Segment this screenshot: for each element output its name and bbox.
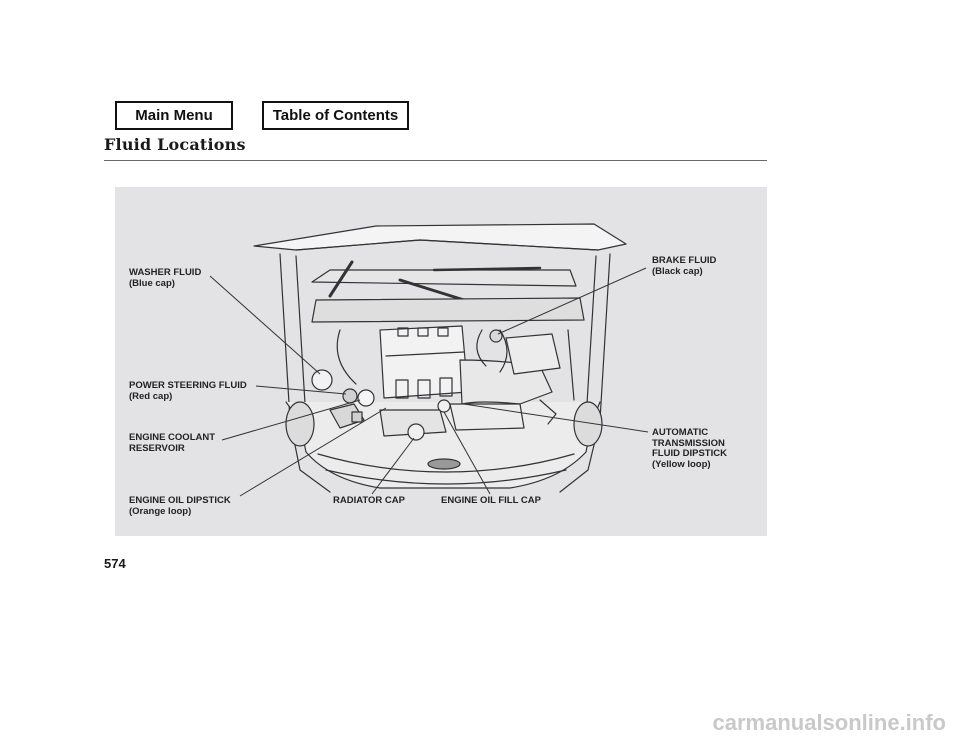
watermark: carmanualsonline.info <box>712 710 947 735</box>
power-steering-note: (Red cap) <box>129 390 173 402</box>
washer-fluid-name: WASHER FLUID <box>129 267 202 278</box>
engine-oil-dipstick-name: ENGINE OIL DIPSTICK <box>129 495 231 506</box>
brake-fluid-label: BRAKE FLUID (Black cap) <box>652 255 717 277</box>
page-title: Fluid Locations <box>104 135 246 154</box>
engine-coolant-line2: RESERVOIR <box>129 442 185 454</box>
main-menu-button[interactable]: Main Menu <box>115 101 233 130</box>
atf-dipstick-label: AUTOMATIC TRANSMISSION FLUID DIPSTICK (Y… <box>652 427 727 470</box>
radiator-cap-label: RADIATOR CAP <box>333 495 405 506</box>
engine-oil-fill-cap-label: ENGINE OIL FILL CAP <box>441 495 541 506</box>
brake-fluid-note: (Black cap) <box>652 265 703 277</box>
engine-oil-dipstick-label: ENGINE OIL DIPSTICK (Orange loop) <box>129 495 231 517</box>
washer-fluid-note: (Blue cap) <box>129 277 175 289</box>
engine-coolant-line1: ENGINE COOLANT <box>129 432 216 443</box>
page-number: 574 <box>104 556 126 571</box>
title-divider <box>104 160 767 161</box>
washer-fluid-label: WASHER FLUID (Blue cap) <box>129 267 202 289</box>
table-of-contents-button[interactable]: Table of Contents <box>262 101 409 130</box>
engine-coolant-label: ENGINE COOLANT RESERVOIR <box>129 432 216 454</box>
brake-fluid-name: BRAKE FLUID <box>652 255 717 266</box>
atf-dipstick-line1: AUTOMATIC <box>652 427 709 438</box>
power-steering-label: POWER STEERING FLUID (Red cap) <box>129 380 247 402</box>
atf-dipstick-line3: FLUID DIPSTICK <box>652 448 727 459</box>
atf-dipstick-line2: TRANSMISSION <box>652 437 725 449</box>
engine-oil-dipstick-note: (Orange loop) <box>129 505 192 517</box>
power-steering-name: POWER STEERING FLUID <box>129 380 247 391</box>
atf-dipstick-note: (Yellow loop) <box>652 458 711 470</box>
